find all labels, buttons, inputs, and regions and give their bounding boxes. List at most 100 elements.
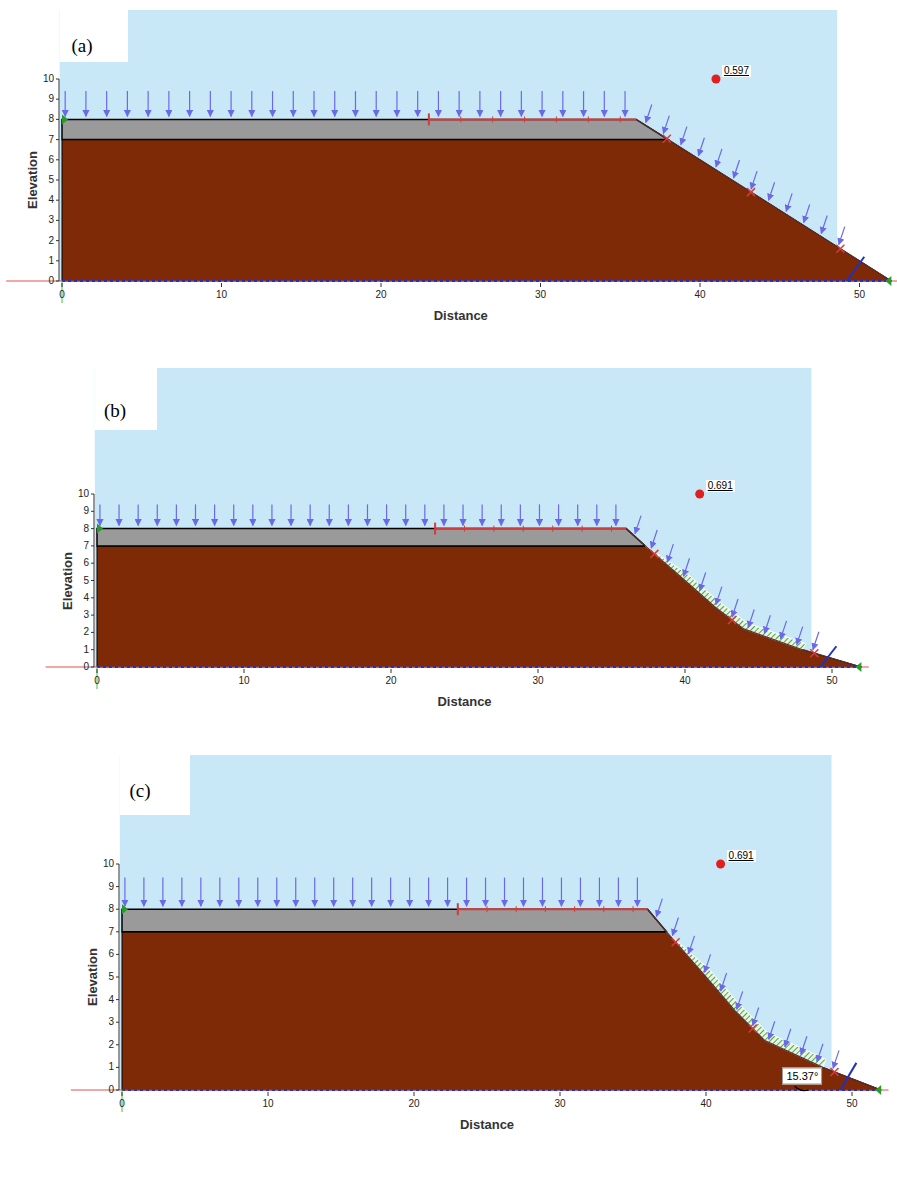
- x-tick: [414, 1092, 415, 1096]
- tick-label: 8: [83, 524, 89, 534]
- load-arrow: [219, 878, 220, 907]
- load-arrow: [438, 91, 439, 116]
- safety-factor: 0.691: [727, 850, 756, 862]
- tick-label: 30: [532, 676, 543, 686]
- load-arrow: [637, 878, 638, 907]
- load-arrow: [85, 91, 86, 116]
- load-arrow: [604, 91, 605, 116]
- pin-marker: [855, 662, 861, 672]
- base-boundary: [97, 666, 861, 668]
- exit-range: [840, 1063, 856, 1090]
- exit-marker: [650, 550, 658, 558]
- load-arrow: [521, 91, 522, 116]
- load-arrow: [596, 504, 597, 525]
- entry-tick: [620, 116, 621, 122]
- load-arrow: [656, 899, 662, 917]
- soil-layer: [122, 932, 881, 1090]
- tick-label: 50: [826, 676, 837, 686]
- load-arrow: [839, 227, 845, 245]
- load-arrow: [313, 91, 314, 116]
- y-tick: [91, 667, 94, 668]
- load-arrow: [310, 504, 311, 525]
- load-arrow: [748, 609, 754, 627]
- pin-marker: [885, 276, 891, 286]
- tick-label: 40: [679, 676, 690, 686]
- y-tick: [91, 511, 94, 512]
- tick-label: 40: [700, 1099, 711, 1109]
- tick-label: 30: [535, 290, 546, 300]
- tick-label: 10: [262, 1099, 273, 1109]
- load-arrow: [138, 504, 139, 525]
- x-tick: [391, 669, 392, 673]
- load-arrow: [716, 587, 722, 605]
- pin-marker: [122, 904, 128, 914]
- tick-label: 1: [48, 256, 54, 266]
- y-tick: [116, 1067, 119, 1068]
- load-arrow: [252, 504, 253, 525]
- tick-label: 3: [48, 215, 54, 225]
- load-arrow: [65, 91, 66, 116]
- load-arrow: [367, 504, 368, 525]
- load-arrow: [479, 91, 480, 116]
- x-tick: [832, 669, 833, 673]
- tick-label: 20: [375, 290, 386, 300]
- load-arrow: [635, 516, 641, 534]
- load-arrow: [539, 504, 540, 525]
- slope-panel: [6, 10, 897, 303]
- load-arrow: [355, 91, 356, 116]
- tick-label: 40: [694, 290, 705, 300]
- load-arrow: [615, 504, 616, 525]
- load-arrow: [561, 878, 562, 907]
- load-arrow: [99, 504, 100, 525]
- load-arrow: [684, 558, 690, 576]
- y-tick: [56, 79, 59, 80]
- x-tick: [221, 283, 222, 287]
- load-arrow: [737, 991, 743, 1009]
- pin-marker: [97, 524, 103, 534]
- axis-title: Distance: [434, 309, 488, 322]
- slip-entry: [429, 118, 636, 120]
- load-arrow: [667, 544, 673, 562]
- x-tick: [859, 283, 860, 287]
- load-arrow: [176, 504, 177, 525]
- tick-label: 4: [108, 995, 114, 1005]
- load-arrow: [562, 91, 563, 116]
- load-arrow: [651, 530, 657, 548]
- load-arrow: [124, 878, 125, 907]
- load-arrow: [785, 1029, 791, 1047]
- load-arrow: [189, 91, 190, 116]
- load-arrow: [293, 91, 294, 116]
- entry-tick: [487, 906, 488, 912]
- tick-label: 3: [108, 1017, 114, 1027]
- fs-point: [695, 490, 704, 499]
- load-arrow: [352, 878, 353, 907]
- load-arrow: [210, 91, 211, 116]
- load-arrow: [751, 171, 757, 189]
- entry-tick: [556, 116, 557, 122]
- load-arrow: [681, 127, 687, 145]
- slip-mass: [667, 932, 826, 1068]
- x-tick: [381, 283, 382, 287]
- tick-label: 0: [94, 676, 100, 686]
- tick-label: 8: [48, 114, 54, 124]
- load-arrow: [127, 91, 128, 116]
- y-tick: [56, 159, 59, 160]
- load-arrow: [459, 91, 460, 116]
- exit-range: [847, 257, 865, 281]
- tick-label: 4: [83, 593, 89, 603]
- load-arrow: [663, 116, 669, 134]
- y-tick: [56, 99, 59, 100]
- soil-layer: [97, 546, 861, 667]
- exit-marker: [747, 188, 755, 196]
- entry-tick: [460, 116, 461, 122]
- slope-panel: [71, 755, 889, 1112]
- panel-letter: (b): [104, 401, 126, 420]
- x-tick: [538, 669, 539, 673]
- entry-tick: [464, 526, 465, 532]
- load-arrow: [482, 504, 483, 525]
- y-tick: [91, 580, 94, 581]
- tick-label: 5: [48, 175, 54, 185]
- tick-label: 9: [48, 94, 54, 104]
- tick-label: 20: [385, 676, 396, 686]
- tick-label: 9: [108, 882, 114, 892]
